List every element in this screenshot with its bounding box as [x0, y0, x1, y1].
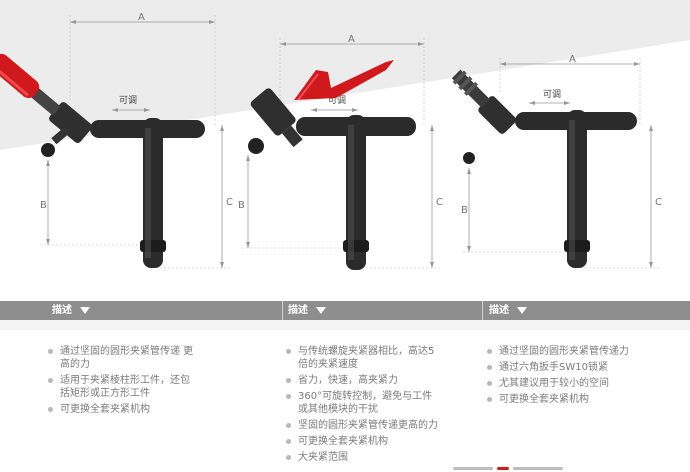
- description-label: 描述: [52, 305, 72, 316]
- adjust-label: 可调: [119, 95, 137, 106]
- strip-segment: [453, 467, 493, 470]
- dim-b-label: B: [40, 200, 47, 211]
- description-label: 描述: [489, 305, 509, 316]
- strip-segment: [497, 467, 509, 470]
- bar-divider: [482, 301, 483, 320]
- description-tab-3[interactable]: 描述: [489, 301, 527, 320]
- product-images-area: A 可调 B C: [0, 0, 690, 300]
- bar-shadow: [0, 320, 690, 330]
- list-item: 适用于夹紧棱柱形工件，还包括矩形或正方形工件: [46, 374, 196, 400]
- list-item: 坚固的圆形夹紧管传递更高的力: [284, 419, 439, 432]
- dim-b-label: B: [238, 200, 245, 211]
- dim-b-label: B: [461, 205, 468, 216]
- adjust-label: 可调: [328, 95, 346, 106]
- product-1-drawing: A 可调 B C: [0, 12, 233, 269]
- dim-c-label: C: [655, 197, 662, 208]
- partial-product-strip: [453, 467, 573, 472]
- dim-c-label: C: [226, 197, 233, 208]
- strip-segment: [513, 467, 563, 470]
- bar-divider: [282, 301, 283, 320]
- list-item: 通过六角扳手SW10锁紧: [485, 361, 655, 374]
- list-item: 通过坚固的圆形夹紧管传递 更高的力: [46, 345, 196, 371]
- product-2: A 可调 B C: [236, 0, 456, 300]
- description-list-2: 与传统螺旋夹紧器相比，高达5倍的夹紧速度 省力，快速，高夹紧力 360°可旋转控…: [284, 345, 439, 467]
- list-item: 可更换全套夹紧机构: [46, 403, 196, 416]
- description-bar: 描述 描述 描述: [0, 301, 690, 320]
- dim-c-label: C: [436, 197, 443, 208]
- product-3-drawing: A 可调 B C: [451, 54, 662, 269]
- caret-down-icon: [316, 307, 326, 314]
- list-item: 省力，快速，高夹紧力: [284, 374, 439, 387]
- caret-down-icon: [80, 307, 90, 314]
- description-list-3: 通过坚固的圆形夹紧管传递力 通过六角扳手SW10锁紧 尤其建议用于较小的空间 可…: [485, 345, 655, 409]
- adjust-label: 可调: [543, 89, 561, 100]
- list-item: 尤其建议用于较小的空间: [485, 377, 655, 390]
- description-tab-2[interactable]: 描述: [288, 301, 326, 320]
- list-item: 可更换全套夹紧机构: [485, 393, 655, 406]
- list-item: 可更换全套夹紧机构: [284, 435, 439, 448]
- list-item: 与传统螺旋夹紧器相比，高达5倍的夹紧速度: [284, 345, 439, 371]
- product-2-drawing: A 可调 B C: [238, 34, 443, 270]
- caret-down-icon: [517, 307, 527, 314]
- description-list-1: 通过坚固的圆形夹紧管传递 更高的力 适用于夹紧棱柱形工件，还包括矩形或正方形工件…: [46, 345, 196, 419]
- dim-a-label: A: [569, 54, 576, 65]
- dim-a-label: A: [348, 34, 355, 45]
- description-label: 描述: [288, 305, 308, 316]
- description-tab-1[interactable]: 描述: [52, 301, 90, 320]
- product-1: A 可调 B C: [0, 0, 240, 300]
- list-item: 360°可旋转控制，避免与工件或其他模块的干扰: [284, 390, 439, 416]
- list-item: 通过坚固的圆形夹紧管传递力: [485, 345, 655, 358]
- product-3: A 可调 B C: [445, 0, 690, 300]
- background-shape: [0, 0, 690, 150]
- list-item: 大夹紧范围: [284, 451, 439, 464]
- dim-a-label: A: [138, 12, 145, 23]
